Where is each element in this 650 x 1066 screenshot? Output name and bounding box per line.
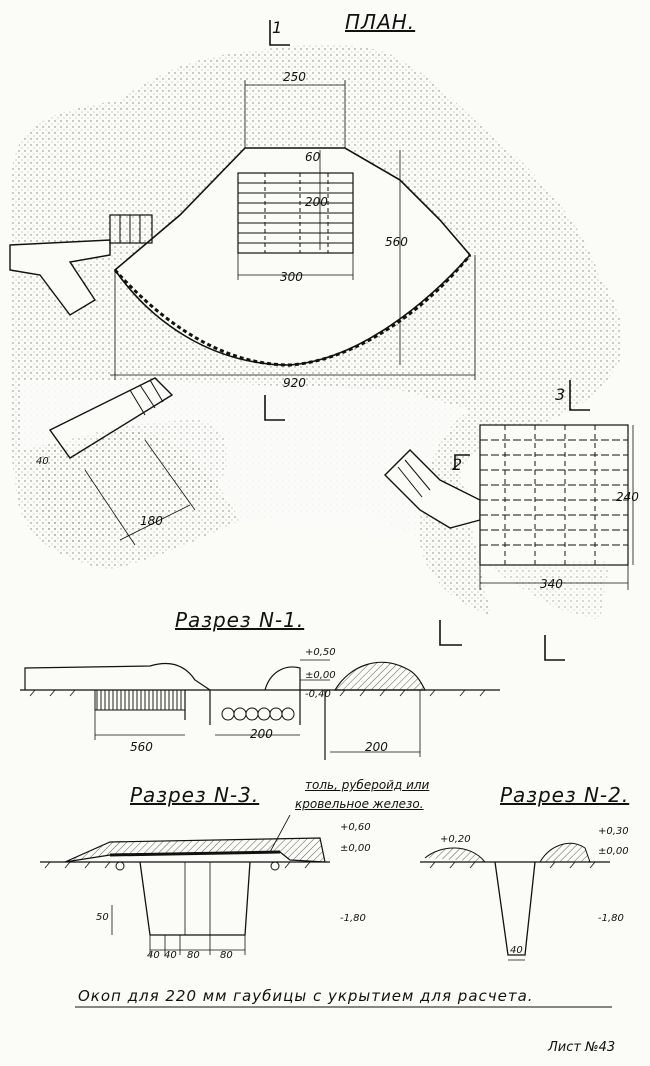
section3-level-top: +0,60 bbox=[340, 822, 371, 833]
dim-right-depth: 240 bbox=[616, 490, 639, 504]
dim-deck-width: 300 bbox=[280, 270, 303, 284]
roof-note-line2: кровельное железо. bbox=[295, 797, 424, 811]
section1-plank-wall bbox=[94, 689, 186, 711]
section1-mound bbox=[333, 661, 426, 691]
section2-level-bottom: -1,80 bbox=[598, 913, 624, 924]
roof-note-line1: толь, руберойд или bbox=[305, 778, 430, 792]
section2-title: Разрез N-2. bbox=[500, 783, 630, 807]
section1-dim-1: 560 bbox=[130, 740, 153, 754]
section3-level-zero: ±0,00 bbox=[340, 843, 371, 854]
plank-deck-top bbox=[237, 172, 354, 254]
sheet-number: Лист №43 bbox=[548, 1040, 616, 1055]
dim-small-mark: 40 bbox=[36, 456, 49, 467]
plan-title: ПЛАН. bbox=[345, 10, 416, 34]
dim-trench-width: 180 bbox=[140, 514, 163, 528]
section2-dim: 40 bbox=[510, 945, 523, 956]
section1-logs bbox=[221, 707, 295, 721]
section1-level-bottom: -0,40 bbox=[305, 689, 331, 700]
dim-top-width: 250 bbox=[283, 70, 306, 84]
ground-hatching bbox=[29, 689, 596, 869]
dim-top-depth: 60 bbox=[305, 150, 321, 164]
section2-level-right: +0,30 bbox=[598, 826, 629, 837]
section1-level-top: +0,50 bbox=[305, 647, 336, 658]
section1-dim-3: 200 bbox=[365, 740, 388, 754]
section3-dim-3: 40 bbox=[164, 950, 177, 961]
left-steps bbox=[109, 214, 153, 244]
section-3-view bbox=[40, 814, 330, 955]
section-mark-1: 1 bbox=[272, 18, 283, 37]
section3-dim-4: 80 bbox=[187, 950, 200, 961]
section3-dim-5: 80 bbox=[220, 950, 233, 961]
plan-dimension-lines bbox=[110, 80, 476, 380]
section3-dim-2: 40 bbox=[147, 950, 160, 961]
dim-right-width: 340 bbox=[540, 577, 563, 591]
camouflage-rope bbox=[113, 254, 472, 367]
plan-view bbox=[9, 20, 634, 661]
drawing-caption: Окоп для 220 мм гаубицы с укрытием для р… bbox=[78, 987, 534, 1005]
section2-level-left: +0,20 bbox=[440, 834, 471, 845]
section3-roof-mound bbox=[64, 837, 326, 863]
dim-plan-depth: 560 bbox=[385, 235, 408, 249]
dim-deck-height: 200 bbox=[305, 195, 328, 209]
section3-dim-1: 50 bbox=[96, 912, 109, 923]
section-2-view bbox=[420, 843, 610, 961]
section3-pit bbox=[139, 861, 251, 936]
left-trench bbox=[9, 239, 111, 316]
section-markers bbox=[264, 20, 590, 661]
section-1-view bbox=[20, 659, 500, 760]
section1-title: Разрез N-1. bbox=[175, 608, 305, 632]
section2-level-zero: ±0,00 bbox=[598, 846, 629, 857]
plank-deck-right bbox=[479, 424, 629, 566]
section3-title: Разрез N-3. bbox=[130, 783, 260, 807]
section1-dim-2: 200 bbox=[250, 727, 273, 741]
section2-slit bbox=[494, 861, 536, 956]
dim-plan-width: 920 bbox=[283, 376, 306, 390]
section-mark-2: 2 bbox=[452, 455, 463, 474]
section1-level-zero: ±0,00 bbox=[305, 670, 336, 681]
section-mark-3: 3 bbox=[555, 385, 566, 404]
section3-level-bottom: -1,80 bbox=[340, 913, 366, 924]
